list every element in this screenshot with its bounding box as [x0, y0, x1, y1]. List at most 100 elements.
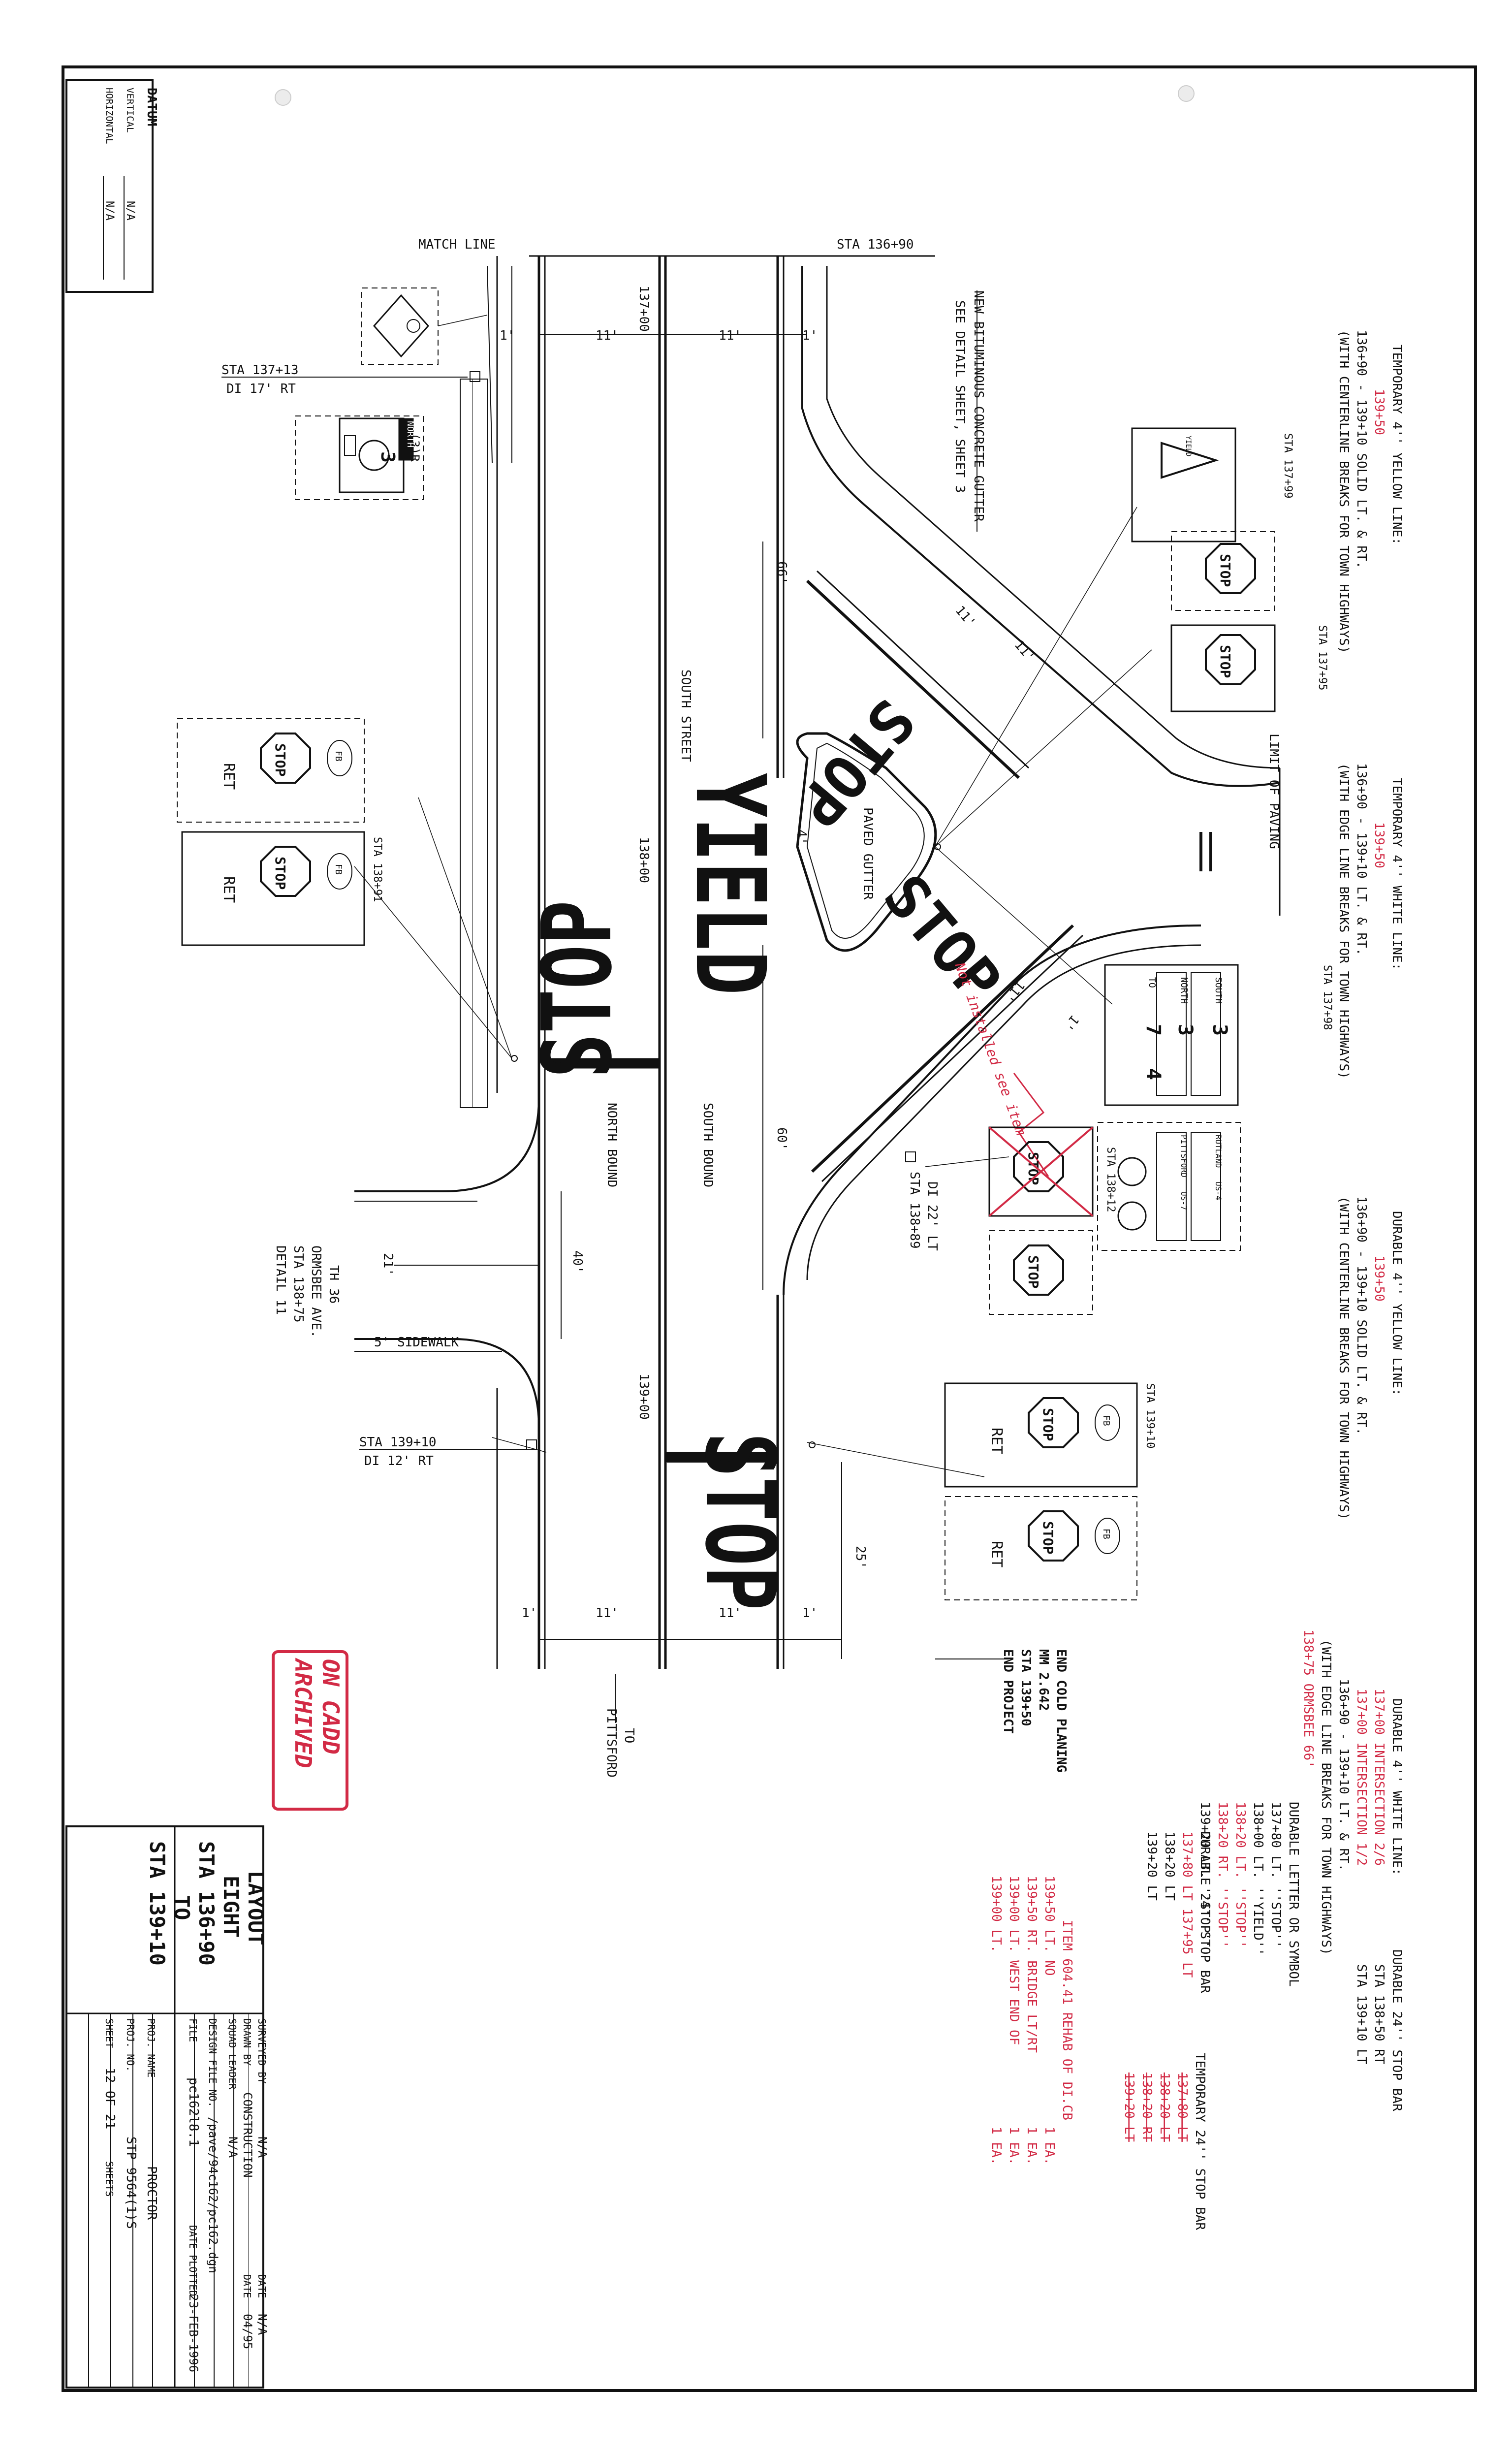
gutter-note-1: NEW BITUMINOUS CONCRETE GUTTER [971, 290, 986, 522]
temp-white-title: TEMPORARY 4'' WHITE LINE: [1389, 778, 1404, 970]
sign-route-3-a: 3 [1174, 1024, 1197, 1036]
sidewalk-hatch [460, 379, 488, 1108]
sheet-value: 12 OF 21 [102, 2068, 117, 2129]
paved-gutter-label: PAVED GUTTER [860, 807, 875, 900]
plotted-label: DATE PLOTTED [187, 2225, 199, 2296]
sign-stop-138-12: STOP [1025, 1152, 1041, 1185]
sta-139-00: 139+00 [636, 1373, 651, 1420]
lane-dim-1: 1' [500, 328, 515, 343]
datum-title: DATUM [144, 88, 159, 126]
dur-stop-item-3: 139+20 LT [1144, 1831, 1159, 1901]
sign-rutland: RUTLAND [1214, 1135, 1223, 1168]
dur-yellow-note: (WITH CENTERLINE BREAKS FOR TOWN HIGHWAY… [1336, 1196, 1351, 1520]
item-row-3-desc: 139+00 LT. WEST END OF [1007, 1876, 1021, 2045]
title-to: TO [170, 1895, 194, 1920]
dur-white-title: DURABLE 4'' WHITE LINE: [1389, 1698, 1404, 1876]
item-row-3-qty: 1 EA. [1007, 2127, 1021, 2165]
temp-white-range: 136+90 - 139+10 LT. & RT. [1354, 763, 1369, 956]
legend: DURABLE LETTER OR SYMBOL 137+80 LT. ''ST… [989, 1802, 1301, 2230]
ormsbee-label: ORMSBEE AVE. [309, 1245, 323, 1338]
letter-item-2: 138+00 LT. ''YIELD'' [1251, 1802, 1265, 1956]
stop-bar-a: STA 138+50 RT [1372, 1964, 1386, 2065]
dur-white-red-3: 138+75 ORMSBEE 66' [1301, 1629, 1316, 1768]
drop-inlet-139-10 [526, 1439, 537, 1450]
sheets-label: SHEETS [103, 2161, 115, 2197]
pavement-word-stop-branch-b: STOP [870, 862, 1014, 1016]
sign-sta-138-91: STA 138+91 [371, 837, 383, 902]
dur-yellow-title: DURABLE 4'' YELLOW LINE: [1389, 1211, 1404, 1396]
drawn-label: DRAWN BY [241, 2018, 253, 2066]
datum-horizontal-label: HORIZONTAL [104, 88, 115, 144]
letter-title: DURABLE LETTER OR SYMBOL [1286, 1802, 1301, 1987]
temp-yellow-red: 139+50 [1372, 389, 1386, 435]
lane-dim-4: 1' [802, 328, 818, 343]
title-block: LAYOUT EIGHT STA 136+90 TO STA 139+10 SU… [65, 1825, 269, 2389]
pavement-word-yield: YIELD [674, 773, 785, 995]
dur-stop-title: DURABLE 24'' STOP BAR [1197, 1831, 1212, 1993]
lane-dim-3: 11' [719, 328, 742, 343]
surveyed-date-label: DATE [256, 2274, 268, 2298]
to-pittsford-2: PITTSFORD [604, 1708, 619, 1778]
end-project-4: END COLD PLANING [1054, 1649, 1069, 1772]
title-sta-to: STA 139+10 [145, 1841, 169, 1966]
dim-11-c: 11' [1001, 978, 1027, 1005]
sign-sta-137-98: STA 137+98 [1321, 965, 1333, 1030]
end-project-2: STA 139+50 [1018, 1649, 1033, 1726]
sign-pittsford: PITTSFORD [1179, 1135, 1189, 1178]
sign-ret-b: RET [220, 876, 237, 903]
sheet-border [62, 65, 1477, 2392]
gutter-note-2: SEE DETAIL SHEET, SHEET 3 [952, 300, 967, 493]
drop-inlet-137-13 [470, 371, 480, 382]
design-label: DESIGN FILE NO. [207, 2018, 219, 2107]
sign-yield: YIELD [1184, 436, 1192, 456]
dim-60: 60' [774, 1127, 789, 1150]
item-row-1-desc: 139+50 LT. NO [1042, 1876, 1057, 1976]
item-title: ITEM 604.41 REHAB OF DI.CB [1060, 1920, 1074, 2120]
sign-ret-a: RET [220, 763, 237, 790]
sign-stop-139-10-a: STOP [1040, 1408, 1056, 1441]
letter-item-3: 138+20 LT. ''STOP'' [1233, 1802, 1248, 1948]
sign-stop-138-12-b: STOP [1025, 1255, 1041, 1288]
stop-bar-north [546, 1058, 659, 1069]
sign-stop-139-10-b: STOP [1040, 1521, 1056, 1554]
proj-no-value: STP 9564(1)S [124, 2136, 138, 2229]
sign-stop-138-91-b: STOP [272, 857, 288, 890]
sign-ret-d: RET [988, 1541, 1005, 1567]
drawn-date-label: DATE [241, 2274, 253, 2298]
drawn-value: CONSTRUCTION [241, 2092, 254, 2177]
dim-4: 4' [794, 829, 809, 845]
end-project-3: MM 2.642 [1036, 1649, 1051, 1711]
dim-66: 66' [774, 561, 789, 584]
design-value: /pave/94c162/pc162.dgn [206, 2117, 220, 2273]
dur-yellow-range: 136+90 - 139+10 SOLID LT. & RT. [1354, 1196, 1369, 1435]
di-138-89-offset: DI 22' LT [925, 1181, 940, 1251]
sign-north-topleft: NORTH [405, 421, 415, 447]
temp-stop-item-4: 139+20 LT [1122, 2072, 1136, 2142]
temp-yellow-title: TEMPORARY 4'' YELLOW LINE: [1389, 345, 1404, 545]
temp-stop-item-2: 138+20 LT [1157, 2072, 1172, 2142]
lane-dim-7: 11' [719, 1606, 742, 1621]
sign-route-7: 7 [1142, 1024, 1165, 1036]
dim-11-a: 11' [952, 603, 978, 630]
sign-sta-138-12: STA 138+12 [1104, 1147, 1117, 1212]
top-notes: TEMPORARY 4'' YELLOW LINE: 139+50 136+90… [1301, 330, 1404, 2111]
title-sta-from: STA 136+90 [194, 1841, 219, 1966]
di-139-10-sta: STA 139+10 [359, 1435, 437, 1450]
road-plan [354, 255, 1281, 1669]
lane-dim-2: 11' [596, 328, 619, 343]
item-row-2-qty: 1 EA. [1024, 2127, 1039, 2165]
title-layout: LAYOUT [244, 1871, 268, 1945]
plotted-value: 23-FEB-1996 [187, 2294, 200, 2372]
sign-fb-d: FB [1101, 1529, 1111, 1539]
pavement-word-stop-branch-a: STOP [784, 686, 927, 839]
sign-stop-137-95-b: STOP [1217, 645, 1233, 678]
sign-sta-137-95: STA 137+95 [1316, 625, 1328, 690]
sign-stop-137-95-a: STOP [1217, 554, 1233, 587]
sign-fb-b: FB [333, 864, 344, 875]
dur-white-range: 136+90 - 139+10 LT. & RT. [1336, 1679, 1351, 1871]
dur-stop-item-1: 137+80 LT 137+95 LT [1180, 1831, 1195, 1978]
traffic-island [796, 732, 937, 952]
stop-bar-b: STA 139+10 LT [1354, 1964, 1369, 2065]
sign-ret-c: RET [988, 1428, 1005, 1454]
